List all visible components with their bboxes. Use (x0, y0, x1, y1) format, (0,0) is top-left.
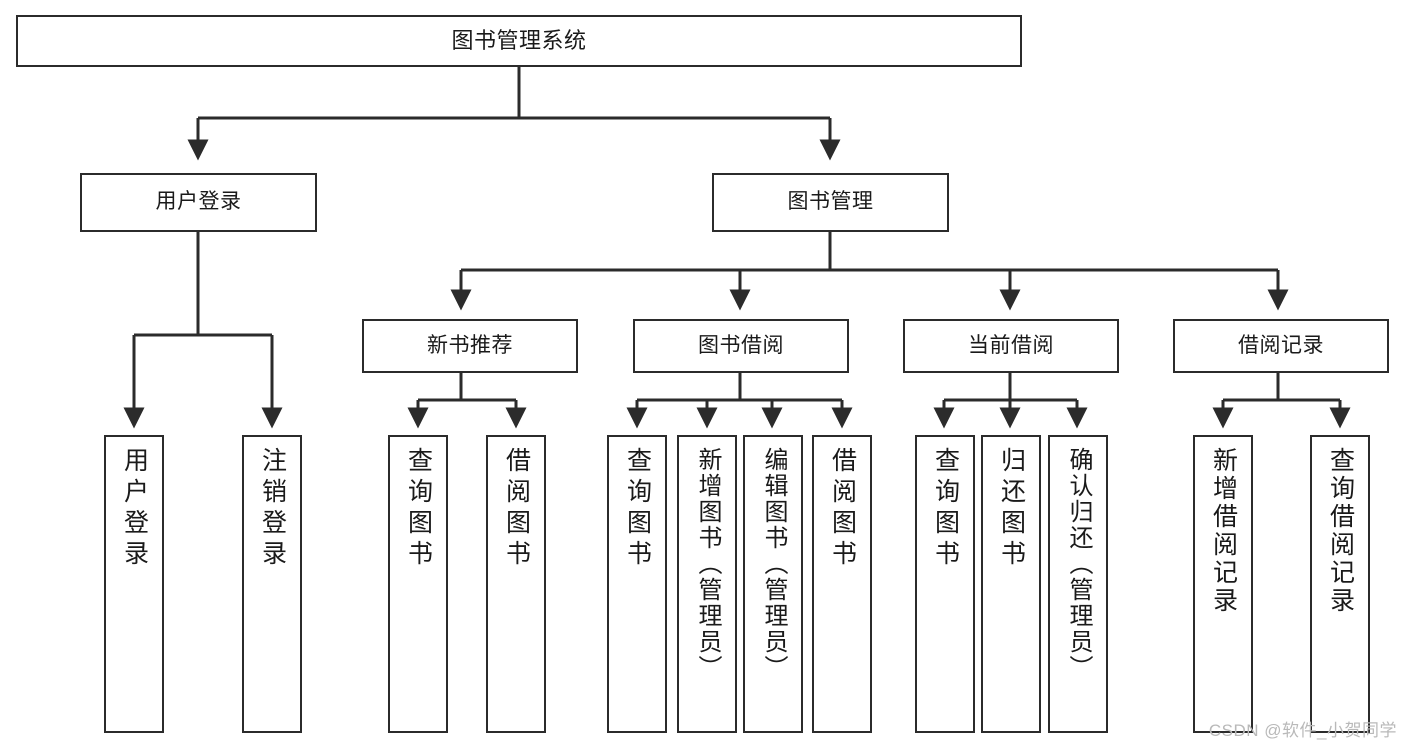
node-leaf-user-login-1[interactable]: 用户登录 (104, 435, 164, 733)
node-leaf-label: 借阅图书 (828, 447, 857, 571)
node-leaf-borrow-record-2[interactable]: 查询借阅记录 (1310, 435, 1370, 733)
node-leaf-user-login-2[interactable]: 注销登录 (242, 435, 302, 733)
node-user-login-label: 用户登录 (155, 190, 242, 214)
node-leaf-new-book-2[interactable]: 借阅图书 (486, 435, 546, 733)
node-new-book-label: 新书推荐 (427, 333, 513, 357)
node-leaf-label: 归还图书 (997, 447, 1026, 571)
node-leaf-label: 查询图书 (623, 447, 652, 571)
node-leaf-book-borrow-2[interactable]: 新增图书（管理员） (677, 435, 737, 733)
node-leaf-current-borrow-3[interactable]: 确认归还（管理员） (1048, 435, 1108, 733)
node-leaf-book-borrow-1[interactable]: 查询图书 (607, 435, 667, 733)
node-borrow-record-label: 借阅记录 (1238, 333, 1324, 357)
node-leaf-borrow-record-1[interactable]: 新增借阅记录 (1193, 435, 1253, 733)
node-book-manage[interactable]: 图书管理 (712, 173, 949, 232)
node-leaf-book-borrow-3[interactable]: 编辑图书（管理员） (743, 435, 803, 733)
node-leaf-label: 新增图书（管理员） (694, 447, 721, 681)
node-leaf-book-borrow-4[interactable]: 借阅图书 (812, 435, 872, 733)
node-leaf-current-borrow-2[interactable]: 归还图书 (981, 435, 1041, 733)
node-leaf-current-borrow-1[interactable]: 查询图书 (915, 435, 975, 733)
node-leaf-label: 编辑图书（管理员） (760, 447, 787, 681)
node-root[interactable]: 图书管理系统 (16, 15, 1022, 67)
node-leaf-label: 查询图书 (404, 447, 433, 571)
node-book-manage-label: 图书管理 (787, 190, 874, 214)
node-leaf-label: 确认归还（管理员） (1065, 447, 1092, 681)
node-root-label: 图书管理系统 (451, 28, 587, 54)
node-leaf-label: 用户登录 (120, 447, 149, 571)
node-leaf-label: 借阅图书 (502, 447, 531, 571)
node-leaf-label: 新增借阅记录 (1209, 447, 1238, 615)
node-user-login[interactable]: 用户登录 (80, 173, 317, 232)
node-leaf-label: 查询借阅记录 (1326, 447, 1355, 615)
node-leaf-label: 查询图书 (931, 447, 960, 571)
node-leaf-label: 注销登录 (258, 447, 287, 571)
node-leaf-new-book-1[interactable]: 查询图书 (388, 435, 448, 733)
node-current-borrow[interactable]: 当前借阅 (903, 319, 1119, 373)
node-borrow-record[interactable]: 借阅记录 (1173, 319, 1389, 373)
node-new-book[interactable]: 新书推荐 (362, 319, 578, 373)
node-book-borrow[interactable]: 图书借阅 (633, 319, 849, 373)
node-current-borrow-label: 当前借阅 (968, 333, 1054, 357)
node-book-borrow-label: 图书借阅 (698, 333, 784, 357)
